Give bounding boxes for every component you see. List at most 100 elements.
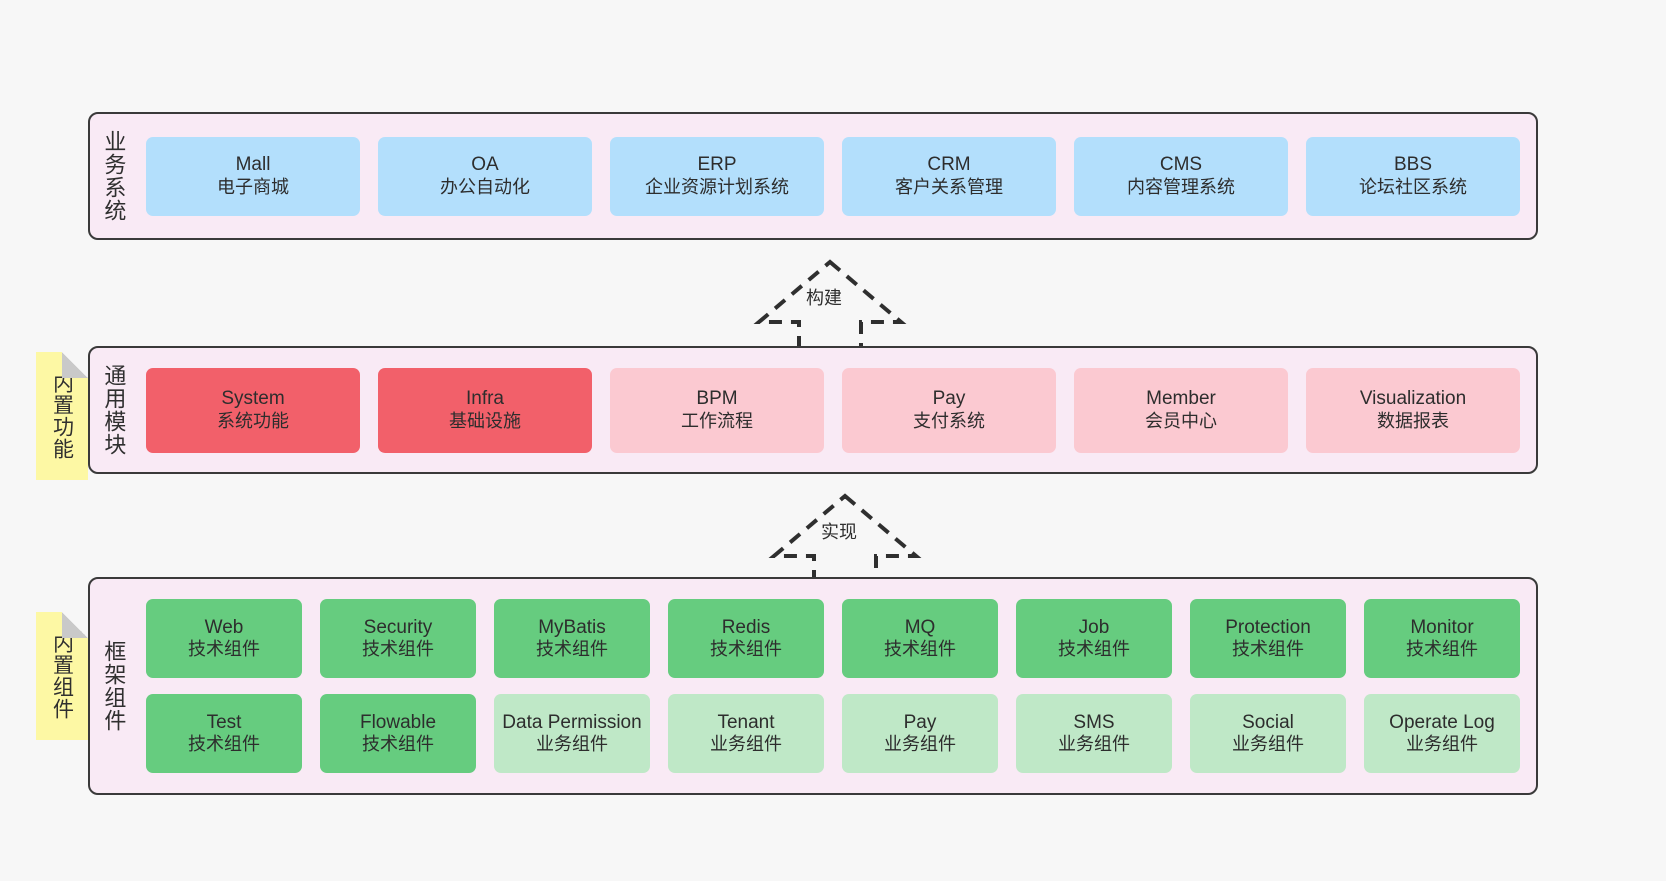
relation-arrow-implement: 实现: [768, 492, 922, 584]
card-subtitle: 会员中心: [1145, 410, 1217, 431]
card-subtitle: 技术组件: [1406, 639, 1478, 660]
card-title: Member: [1146, 388, 1216, 410]
card-title: CRM: [927, 154, 971, 176]
card-operate-log[interactable]: Operate Log 业务组件: [1364, 694, 1520, 773]
card-subtitle: 内容管理系统: [1127, 176, 1235, 197]
card-title: MQ: [904, 616, 936, 638]
card-title: ERP: [697, 154, 737, 176]
card-subtitle: 技术组件: [884, 639, 956, 660]
card-title: Job: [1078, 616, 1110, 638]
card-subtitle: 企业资源计划系统: [645, 176, 789, 197]
card-title: Operate Log: [1389, 711, 1495, 733]
card-title: BPM: [696, 388, 738, 410]
card-monitor[interactable]: Monitor 技术组件: [1364, 599, 1520, 678]
sticky-note-label: 内置组件: [50, 632, 74, 720]
sticky-note-label: 内置功能: [50, 372, 74, 460]
card-bbs[interactable]: BBS 论坛社区系统: [1306, 136, 1520, 216]
card-subtitle: 业务组件: [1058, 734, 1130, 755]
card-subtitle: 技术组件: [362, 639, 434, 660]
card-subtitle: 业务组件: [884, 734, 956, 755]
card-job[interactable]: Job 技术组件: [1016, 599, 1172, 678]
card-security[interactable]: Security 技术组件: [320, 599, 476, 678]
layer-body-modules: System 系统功能 Infra 基础设施 BPM 工作流程 Pay 支付系统…: [136, 348, 1536, 472]
layer-row-modules: System 系统功能 Infra 基础设施 BPM 工作流程 Pay 支付系统…: [146, 367, 1520, 453]
card-subtitle: 客户关系管理: [895, 176, 1003, 197]
card-subtitle: 技术组件: [1058, 639, 1130, 660]
card-subtitle: 技术组件: [188, 639, 260, 660]
card-subtitle: 基础设施: [449, 410, 521, 431]
card-oa[interactable]: OA 办公自动化: [378, 136, 592, 216]
card-subtitle: 技术组件: [536, 639, 608, 660]
layer-body-business: Mall 电子商城 OA 办公自动化 ERP 企业资源计划系统 CRM 客户关系…: [136, 114, 1536, 238]
card-protection[interactable]: Protection 技术组件: [1190, 599, 1346, 678]
card-test[interactable]: Test 技术组件: [146, 694, 302, 773]
card-pay-module[interactable]: Pay 支付系统: [842, 367, 1056, 453]
card-title: CMS: [1159, 154, 1203, 176]
card-title: Pay: [903, 711, 937, 733]
card-crm[interactable]: CRM 客户关系管理: [842, 136, 1056, 216]
card-subtitle: 技术组件: [1232, 639, 1304, 660]
layer-framework-components: 框架组件 Web 技术组件 Security 技术组件 MyBatis 技术组件…: [88, 577, 1538, 795]
card-member[interactable]: Member 会员中心: [1074, 367, 1288, 453]
card-mybatis[interactable]: MyBatis 技术组件: [494, 599, 650, 678]
card-erp[interactable]: ERP 企业资源计划系统: [610, 136, 824, 216]
card-subtitle: 系统功能: [217, 410, 289, 431]
card-title: Pay: [932, 388, 966, 410]
card-infra[interactable]: Infra 基础设施: [378, 367, 592, 453]
card-title: Flowable: [359, 711, 437, 733]
layer-row-business: Mall 电子商城 OA 办公自动化 ERP 企业资源计划系统 CRM 客户关系…: [146, 136, 1520, 216]
card-title: Protection: [1225, 616, 1311, 638]
layer-common-modules: 通用模块 System 系统功能 Infra 基础设施 BPM 工作流程 Pay…: [88, 346, 1538, 474]
card-title: Data Permission: [502, 711, 642, 733]
card-data-permission[interactable]: Data Permission 业务组件: [494, 694, 650, 773]
card-subtitle: 办公自动化: [440, 176, 530, 197]
layer-title-business: 业务系统: [101, 130, 127, 222]
card-cms[interactable]: CMS 内容管理系统: [1074, 136, 1288, 216]
layer-business-systems: 业务系统 Mall 电子商城 OA 办公自动化 ERP 企业资源计划系统 CRM…: [88, 112, 1538, 240]
card-title: Infra: [465, 388, 505, 410]
card-flowable[interactable]: Flowable 技术组件: [320, 694, 476, 773]
card-redis[interactable]: Redis 技术组件: [668, 599, 824, 678]
card-mq[interactable]: MQ 技术组件: [842, 599, 998, 678]
layer-row-framework-biz: Test 技术组件 Flowable 技术组件 Data Permission …: [146, 694, 1520, 773]
relation-label-implement: 实现: [818, 518, 860, 544]
card-subtitle: 业务组件: [710, 734, 782, 755]
layer-row-framework-tech: Web 技术组件 Security 技术组件 MyBatis 技术组件 Redi…: [146, 599, 1520, 678]
layer-title-framework: 框架组件: [101, 640, 127, 732]
card-title: Mall: [235, 154, 271, 176]
card-subtitle: 电子商城: [217, 176, 289, 197]
card-mall[interactable]: Mall 电子商城: [146, 136, 360, 216]
card-title: Visualization: [1359, 388, 1467, 410]
card-sms[interactable]: SMS 业务组件: [1016, 694, 1172, 773]
card-tenant[interactable]: Tenant 业务组件: [668, 694, 824, 773]
card-title: Tenant: [717, 711, 775, 733]
card-title: Test: [206, 711, 242, 733]
relation-arrow-build: 构建: [753, 258, 907, 350]
layer-body-framework: Web 技术组件 Security 技术组件 MyBatis 技术组件 Redi…: [136, 579, 1536, 793]
sticky-note-builtin-components: 内置组件: [36, 612, 88, 740]
card-visualization[interactable]: Visualization 数据报表: [1306, 367, 1520, 453]
card-web[interactable]: Web 技术组件: [146, 599, 302, 678]
card-title: BBS: [1393, 154, 1433, 176]
relation-arrow-build-shape: [753, 259, 907, 350]
card-title: Monitor: [1410, 616, 1474, 638]
card-subtitle: 技术组件: [188, 734, 260, 755]
card-subtitle: 技术组件: [362, 734, 434, 755]
card-subtitle: 数据报表: [1377, 410, 1449, 431]
card-title: System: [221, 388, 285, 410]
card-subtitle: 论坛社区系统: [1359, 176, 1467, 197]
card-title: SMS: [1073, 711, 1115, 733]
card-subtitle: 业务组件: [536, 734, 608, 755]
card-bpm[interactable]: BPM 工作流程: [610, 367, 824, 453]
layer-title-modules: 通用模块: [101, 364, 127, 456]
card-title: MyBatis: [538, 616, 606, 638]
card-title: Web: [204, 616, 244, 638]
card-system[interactable]: System 系统功能: [146, 367, 360, 453]
card-pay-component[interactable]: Pay 业务组件: [842, 694, 998, 773]
card-subtitle: 业务组件: [1232, 734, 1304, 755]
card-social[interactable]: Social 业务组件: [1190, 694, 1346, 773]
sticky-note-builtin-features: 内置功能: [36, 352, 88, 480]
card-subtitle: 支付系统: [913, 410, 985, 431]
card-subtitle: 工作流程: [681, 410, 753, 431]
